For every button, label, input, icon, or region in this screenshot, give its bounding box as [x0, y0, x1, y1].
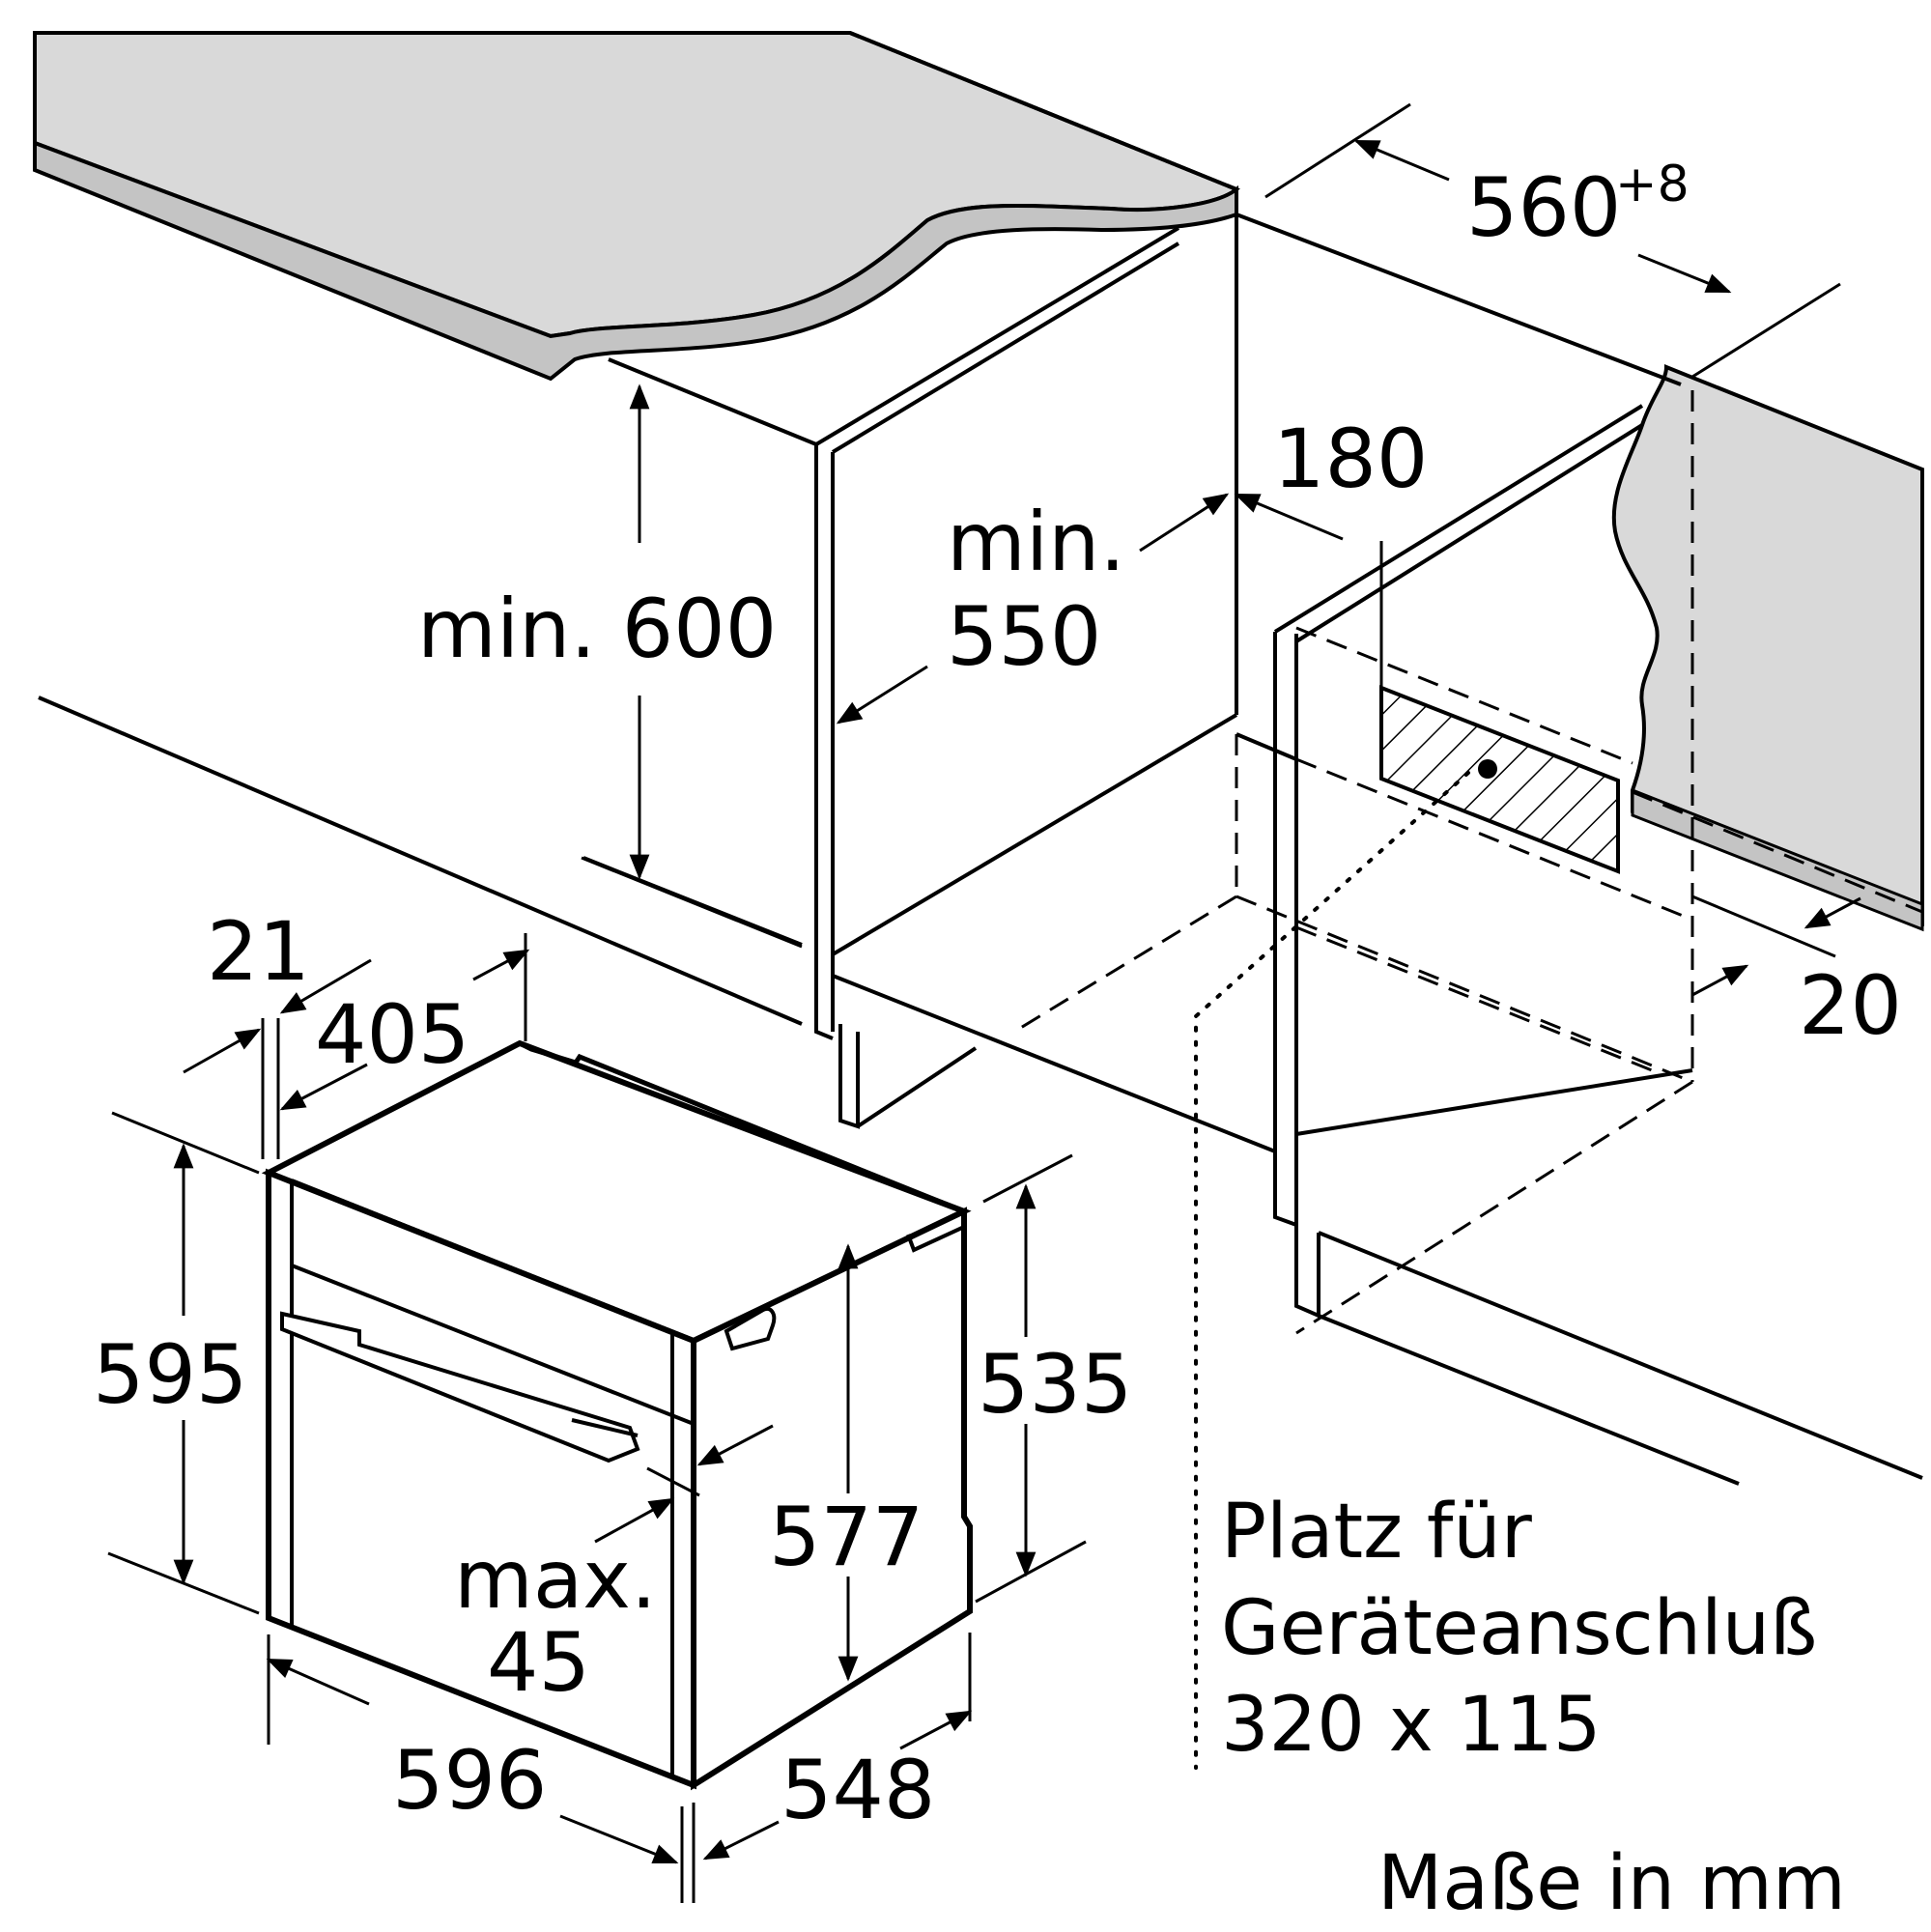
connection-note-line3: 320 x 115 — [1221, 1682, 1602, 1769]
hidden-lines — [1013, 390, 1923, 1335]
connection-box — [1379, 541, 1620, 874]
countertop-right — [1611, 364, 1924, 932]
label-min-550-line1: min. — [947, 495, 1125, 589]
countertop-edge — [33, 140, 1238, 382]
dimension-lines — [107, 102, 1861, 1903]
connection-note-line2: Geräteanschluß — [1221, 1585, 1817, 1672]
label-595: 595 — [93, 1327, 247, 1422]
countertop-top — [33, 31, 1240, 339]
label-min-600: min. 600 — [417, 582, 777, 676]
cabinet — [38, 31, 1923, 1486]
label-596: 596 — [392, 1733, 547, 1828]
countertop — [33, 31, 1240, 382]
label-20: 20 — [1799, 958, 1902, 1053]
oven — [261, 1039, 973, 1791]
label-180: 180 — [1273, 412, 1428, 506]
label-405: 405 — [315, 987, 469, 1082]
label-577: 577 — [769, 1490, 923, 1584]
label-21: 21 — [207, 904, 310, 999]
label-560: 560 — [1466, 160, 1621, 255]
connection-note-line1: Platz für — [1221, 1489, 1533, 1576]
label-560-tolerance: +8 — [1615, 156, 1690, 213]
units-note: Maße in mm — [1377, 1840, 1846, 1927]
connection-dotted-path — [1194, 771, 1470, 1770]
label-535: 535 — [978, 1337, 1132, 1432]
label-548: 548 — [781, 1743, 935, 1837]
connection-note: Platz für Geräteanschluß 320 x 115 — [1221, 1489, 1817, 1769]
label-min-550-line2: 550 — [947, 589, 1101, 684]
label-max-45-line2: 45 — [487, 1615, 590, 1710]
dimension-labels: 560 +8 180 min. 600 min. 550 20 21 405 5… — [93, 156, 1902, 1837]
label-max-45-line1: max. — [454, 1532, 657, 1627]
